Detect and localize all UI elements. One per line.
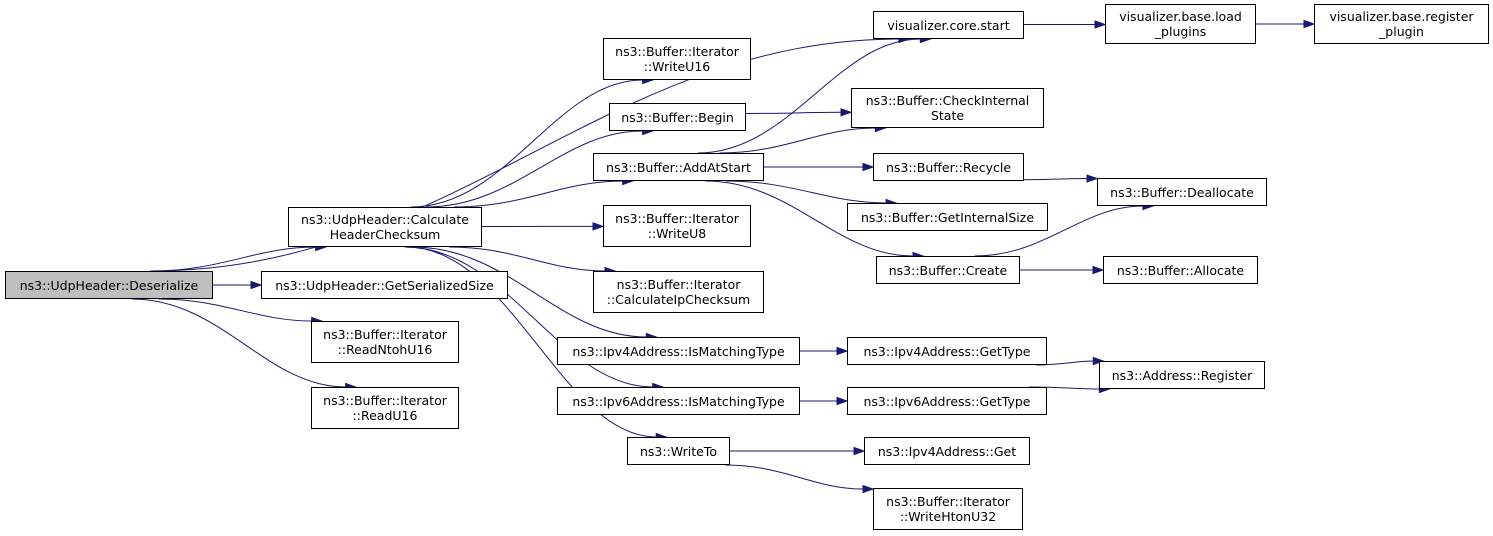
node-buffer-begin[interactable]: ns3::Buffer::Begin bbox=[609, 103, 746, 131]
node-ipv4address-is-matching-type[interactable]: ns3::Ipv4Address::IsMatchingType bbox=[557, 337, 800, 365]
edge-deserialize-to-calc_checksum bbox=[152, 246, 316, 272]
edge-calc_checksum-to-ipv4_is_matching bbox=[412, 246, 647, 338]
edge-deserialize-to-read_ntoh_u16 bbox=[158, 298, 312, 322]
node-label-line: ns3::Address::Register bbox=[1111, 367, 1253, 383]
edge-arrowhead bbox=[592, 222, 605, 231]
node-label-line: ns3::Buffer::Iterator bbox=[323, 327, 447, 342]
edge-arrowhead bbox=[862, 484, 875, 494]
edge-arrowhead bbox=[1086, 174, 1099, 183]
node-ipv6address-is-matching-type[interactable]: ns3::Ipv6Address::IsMatchingType bbox=[557, 387, 800, 415]
node-label-line: visualizer.base.load bbox=[1119, 9, 1242, 24]
node-buffer-create[interactable]: ns3::Buffer::Create bbox=[876, 256, 1020, 284]
edge-add_at_start-to-viz_core_start bbox=[697, 38, 921, 154]
node-label-line: ns3::Buffer::Recycle bbox=[885, 159, 1012, 175]
edge-deserialize-to-viz_core_start bbox=[150, 38, 899, 272]
edge-calc_checksum-to-calc_ip_checksum bbox=[448, 246, 606, 272]
edge-arrowhead bbox=[836, 396, 849, 406]
node-label-line: ns3::Buffer::Iterator bbox=[323, 393, 447, 408]
node-udpheader-get-serialized-size[interactable]: ns3::UdpHeader::GetSerializedSize bbox=[261, 271, 508, 299]
node-label-line: ::WriteU8 bbox=[647, 226, 707, 241]
node-ipv6address-get-type[interactable]: ns3::Ipv6Address::GetType bbox=[847, 387, 1047, 415]
node-label-line: ns3::Ipv6Address::IsMatchingType bbox=[572, 393, 785, 409]
node-buffer-iterator-read-ntoh-u16[interactable]: ns3::Buffer::Iterator::ReadNtohU16 bbox=[311, 321, 459, 363]
node-label-line: ns3::UdpHeader::GetSerializedSize bbox=[275, 277, 494, 293]
node-buffer-deallocate[interactable]: ns3::Buffer::Deallocate bbox=[1097, 178, 1267, 206]
edge-arrowhead bbox=[1303, 19, 1316, 29]
node-buffer-allocate[interactable]: ns3::Buffer::Allocate bbox=[1103, 256, 1258, 284]
node-label-line: ns3::Buffer::Deallocate bbox=[1110, 184, 1254, 200]
edge-arrowhead bbox=[862, 162, 875, 172]
node-label-line: HeaderChecksum bbox=[329, 227, 441, 242]
node-label-line: ns3::Buffer::Allocate bbox=[1116, 262, 1245, 278]
edge-arrowhead bbox=[1094, 20, 1107, 29]
node-label-line: ns3::UdpHeader::Deserialize bbox=[19, 277, 199, 293]
node-label-line: ns3::Buffer::Iterator bbox=[616, 277, 741, 292]
node-buffer-iterator-write-u8[interactable]: ns3::Buffer::Iterator::WriteU8 bbox=[603, 205, 751, 247]
edge-calc_checksum-to-ipv6_is_matching bbox=[404, 246, 653, 388]
node-label-line: ns3::Buffer::Iterator bbox=[615, 211, 739, 226]
node-label-line: ns3::Buffer::Iterator bbox=[886, 494, 1010, 509]
edge-calc_checksum-to-begin bbox=[425, 130, 643, 208]
edge-arrowhead bbox=[853, 446, 866, 456]
node-buffer-get-internal-size[interactable]: ns3::Buffer::GetInternalSize bbox=[847, 203, 1048, 231]
node-buffer-iterator-calculate-ip-checksum[interactable]: ns3::Buffer::Iterator::CalculateIpChecks… bbox=[593, 271, 764, 313]
edge-deserialize-to-read_u16 bbox=[131, 298, 346, 388]
node-writeto[interactable]: ns3::WriteTo bbox=[627, 437, 730, 465]
edge-add_at_start-to-create bbox=[705, 180, 913, 257]
edge-calc_checksum-to-write_u16 bbox=[410, 79, 643, 208]
node-label-line: ns3::Ipv4Address::IsMatchingType bbox=[572, 343, 785, 359]
edge-write_to-to-write_hton_u32 bbox=[725, 464, 864, 490]
node-label-line: ns3::Buffer::Begin bbox=[621, 109, 734, 125]
node-label-line: _plugin bbox=[1379, 24, 1424, 39]
node-label-line: visualizer.core.start bbox=[887, 17, 1010, 33]
node-label-line: ::ReadNtohU16 bbox=[337, 342, 433, 357]
node-label-line: ns3::Ipv4Address::GetType bbox=[863, 343, 1031, 359]
node-label-line: State bbox=[930, 108, 965, 123]
edge-recycle-to-deallocate bbox=[1023, 178, 1088, 181]
node-label-line: ns3::Buffer::GetInternalSize bbox=[860, 209, 1035, 225]
node-label-line: ns3::Buffer::Iterator bbox=[615, 44, 739, 59]
node-ipv4address-get[interactable]: ns3::Ipv4Address::Get bbox=[864, 437, 1030, 465]
node-label-line: ns3::Buffer::Create bbox=[888, 262, 1008, 278]
node-buffer-iterator-write-u16[interactable]: ns3::Buffer::Iterator::WriteU16 bbox=[603, 38, 751, 80]
node-label-line: ns3::Buffer::CheckInternal bbox=[865, 93, 1030, 108]
node-buffer-iterator-write-hton-u32[interactable]: ns3::Buffer::Iterator::WriteHtonU32 bbox=[873, 488, 1023, 530]
node-label-line: ns3::Ipv4Address::Get bbox=[877, 443, 1017, 459]
node-buffer-iterator-read-u16[interactable]: ns3::Buffer::Iterator::ReadU16 bbox=[311, 387, 459, 429]
edge-arrowhead bbox=[840, 108, 853, 117]
node-label-line: ns3::Buffer::AddAtStart bbox=[606, 159, 751, 175]
edge-add_at_start-to-get_internal_size bbox=[725, 180, 887, 204]
edge-add_at_start-to-check_internal_state bbox=[719, 127, 876, 154]
edge-arrowhead bbox=[250, 280, 263, 290]
node-label-line: ::WriteHtonU32 bbox=[899, 509, 997, 524]
node-label-line: _plugins bbox=[1154, 24, 1207, 39]
node-label-line: ::ReadU16 bbox=[352, 408, 418, 423]
edge-calc_checksum-to-add_at_start bbox=[454, 180, 623, 208]
node-ipv4address-get-type[interactable]: ns3::Ipv4Address::GetType bbox=[847, 337, 1047, 365]
node-label-line: ns3::UdpHeader::Calculate bbox=[301, 212, 469, 227]
edge-begin-to-check_internal_state bbox=[745, 111, 842, 114]
node-buffer-recycle[interactable]: ns3::Buffer::Recycle bbox=[873, 153, 1024, 181]
edge-arrowhead bbox=[1092, 356, 1105, 366]
node-label-line: ::CalculateIpChecksum bbox=[606, 292, 751, 307]
node-label-line: ::WriteU16 bbox=[643, 59, 711, 74]
node-visualizer-core-start[interactable]: visualizer.core.start bbox=[873, 11, 1024, 39]
edge-calc_checksum-to-write_to bbox=[406, 246, 657, 438]
edge-create-to-deallocate bbox=[974, 205, 1143, 257]
node-label-line: ns3::Ipv6Address::GetType bbox=[863, 393, 1031, 409]
node-visualizer-base-load-plugins[interactable]: visualizer.base.load_plugins bbox=[1105, 4, 1256, 44]
node-buffer-add-at-start[interactable]: ns3::Buffer::AddAtStart bbox=[593, 153, 764, 181]
node-udpheader-deserialize: ns3::UdpHeader::Deserialize bbox=[5, 271, 213, 299]
edge-arrowhead bbox=[836, 346, 849, 356]
node-label-line: visualizer.base.register bbox=[1329, 9, 1474, 24]
edge-arrowhead bbox=[1092, 265, 1105, 275]
node-address-register[interactable]: ns3::Address::Register bbox=[1099, 361, 1265, 389]
node-visualizer-base-register-plugin[interactable]: visualizer.base.register_plugin bbox=[1314, 4, 1489, 44]
node-label-line: ns3::WriteTo bbox=[640, 443, 717, 459]
